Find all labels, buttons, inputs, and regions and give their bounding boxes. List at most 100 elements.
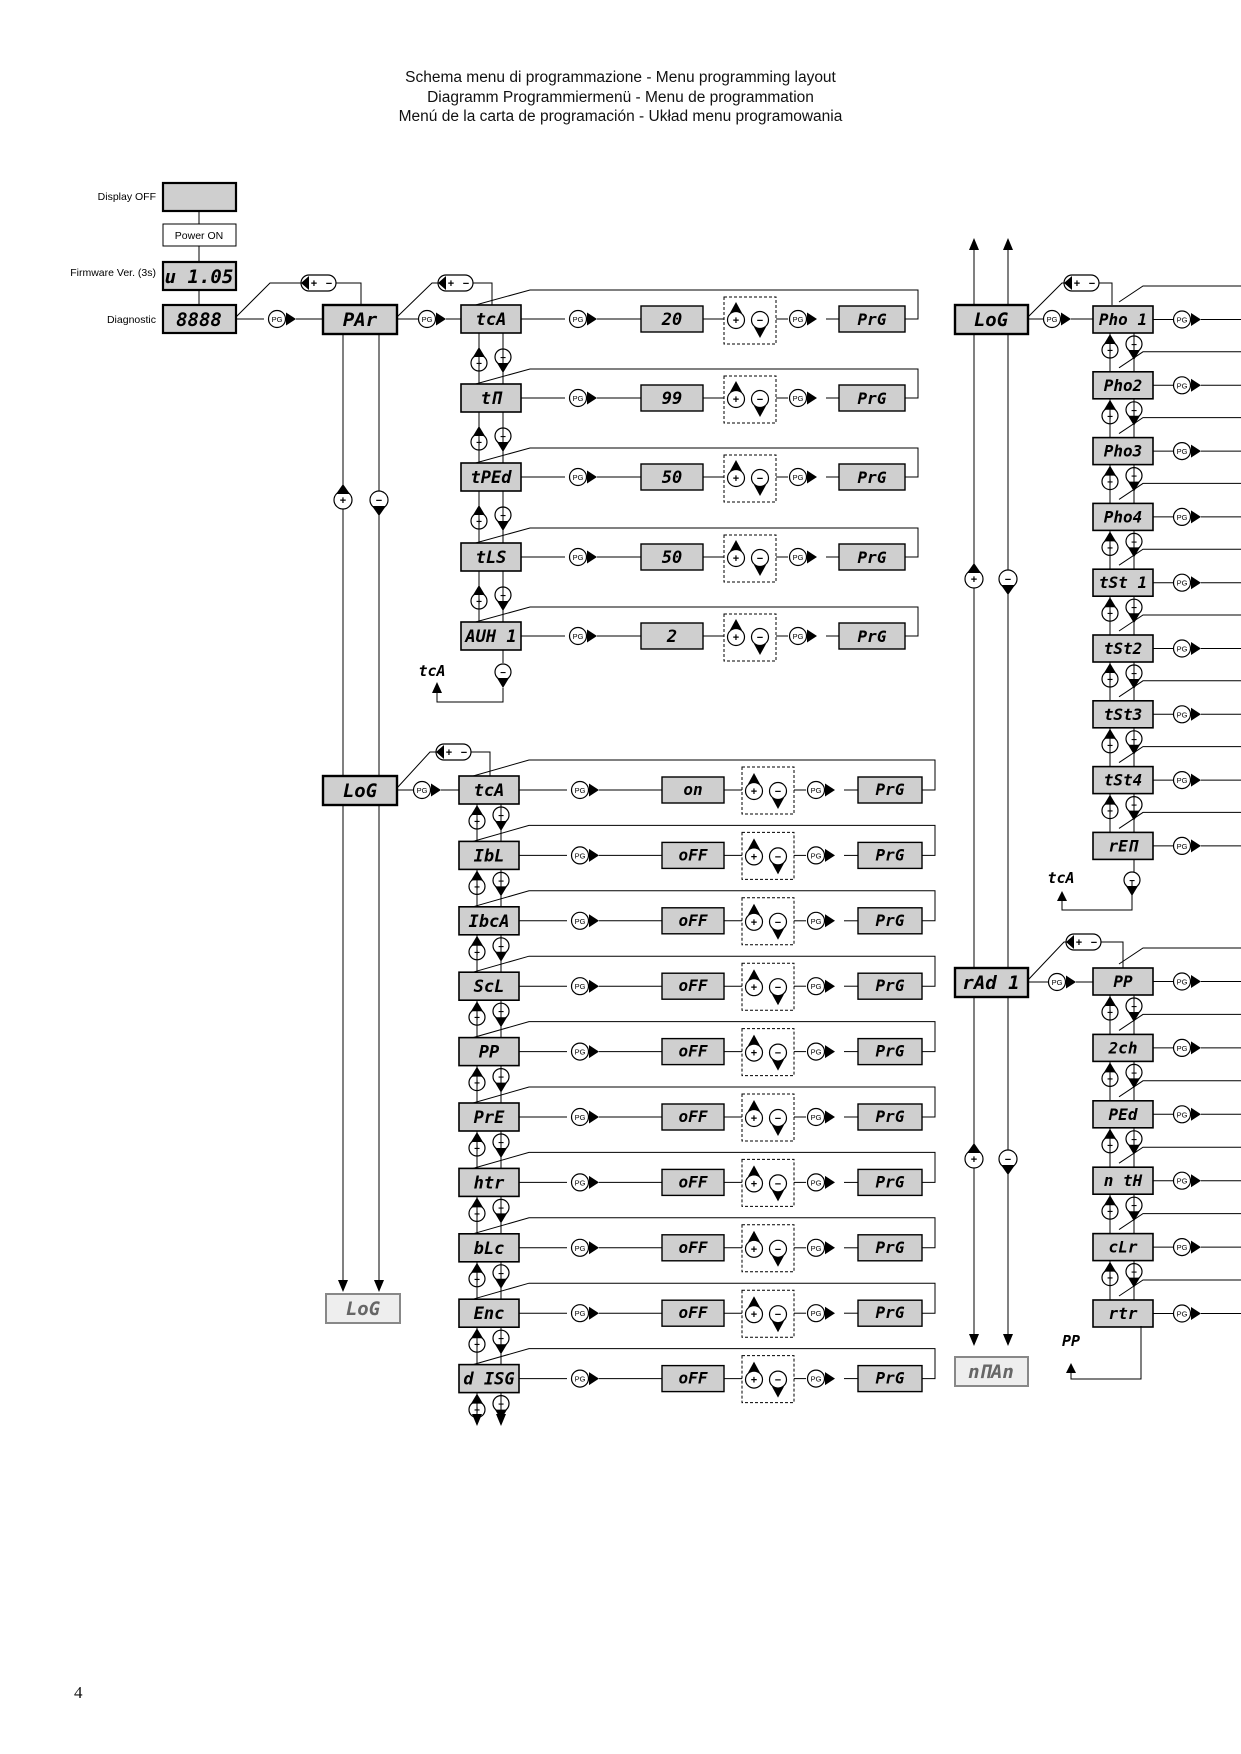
plus-minus-icon: + −: [435, 743, 472, 761]
svg-text:PG: PG: [811, 982, 822, 991]
par-row-code-box[interactable]: [460, 542, 522, 572]
menu-log[interactable]: LoG: [321, 774, 399, 807]
svg-text:+: +: [733, 632, 739, 644]
menu-log-end[interactable]: LoG: [325, 1293, 401, 1324]
log-row-code-box[interactable]: [458, 971, 520, 1002]
log-row-value-box: [661, 1299, 725, 1327]
log-row-value-box: [661, 1037, 725, 1066]
adjust-control[interactable]: +−: [741, 766, 795, 815]
log-row-code-box[interactable]: [458, 1233, 520, 1263]
menu-par[interactable]: PAr: [321, 303, 399, 336]
log-row-code: d ISG: [463, 1370, 514, 1390]
minus-icon: −: [998, 569, 1018, 595]
svg-text:PG: PG: [575, 982, 586, 991]
pg-icon: PG: [1172, 1237, 1201, 1257]
log-row-value-box: [661, 1234, 725, 1262]
par-row-value-box: [640, 305, 704, 333]
adjust-control[interactable]: +−: [741, 1224, 795, 1273]
menu-radio[interactable]: rAd 1: [953, 966, 1030, 999]
adjust-control[interactable]: +−: [741, 831, 795, 880]
prg-label: PrG: [858, 627, 887, 646]
right-log-row-code-box[interactable]: [1092, 831, 1154, 861]
pg-icon: PG: [788, 547, 817, 567]
adjust-control[interactable]: +−: [741, 1093, 795, 1142]
right-log-return-label: tcA: [1047, 869, 1074, 887]
log-row-code-box[interactable]: [458, 1036, 520, 1067]
plus-icon: +: [964, 1143, 984, 1169]
log-row-code-box[interactable]: [458, 775, 520, 805]
adjust-control[interactable]: +−: [741, 1158, 795, 1207]
radio-row-code-box[interactable]: [1092, 1166, 1154, 1195]
adjust-control[interactable]: +−: [741, 1289, 795, 1338]
minus-symbol: −: [775, 786, 781, 798]
svg-text:PG: PG: [811, 1309, 822, 1318]
right-log-row-code-box[interactable]: [1092, 634, 1154, 663]
right-log-row-code: Pho 1: [1099, 310, 1147, 329]
log-row-value: oFF: [679, 1369, 708, 1388]
svg-text:PG: PG: [1177, 579, 1188, 588]
radio-row-code-box[interactable]: [1092, 1299, 1154, 1328]
adjust-control[interactable]: +−: [741, 1028, 795, 1077]
adjust-control[interactable]: + −: [723, 454, 777, 503]
prg-box: [857, 1299, 923, 1327]
prg-box: [838, 543, 906, 571]
prg-box: [857, 1103, 923, 1131]
pg-icon: PG: [806, 1042, 835, 1061]
svg-text:PG: PG: [575, 1309, 586, 1318]
pg-icon: PG: [1172, 1304, 1201, 1323]
log-row-code-box[interactable]: [458, 1363, 520, 1394]
svg-text:PG: PG: [1177, 316, 1188, 325]
log-row-code-box[interactable]: [458, 905, 520, 936]
adjust-control[interactable]: +−: [741, 1355, 795, 1404]
par-row-code-box[interactable]: [460, 621, 522, 651]
par-row-code-box[interactable]: [460, 462, 522, 492]
svg-text:PG: PG: [1177, 1243, 1188, 1252]
right-log-row-code-box[interactable]: [1092, 699, 1154, 729]
log-row-value: oFF: [679, 911, 708, 930]
svg-text:PG: PG: [575, 1113, 586, 1122]
plus-minus-icon: + −: [1065, 933, 1102, 951]
prg-label: PrG: [858, 468, 887, 487]
log-row-code-box[interactable]: [458, 1298, 520, 1328]
menu-radio-end[interactable]: nΠAn: [954, 1356, 1029, 1387]
adjust-control[interactable]: +−: [741, 897, 795, 946]
pg-icon: PG: [1172, 639, 1201, 658]
radio-row-code-box[interactable]: [1092, 967, 1154, 996]
adjust-control[interactable]: + −: [723, 296, 777, 345]
right-log-row-code-box[interactable]: [1092, 502, 1154, 532]
par-row-value: 50: [662, 548, 682, 568]
radio-row-code-box[interactable]: [1092, 1232, 1154, 1262]
radio-row-code-box[interactable]: [1092, 1033, 1154, 1063]
plus-symbol: +: [751, 982, 757, 994]
adjust-control[interactable]: +−: [741, 962, 795, 1011]
log-row-code-box[interactable]: [458, 840, 520, 871]
log-row-code: htr: [474, 1173, 505, 1193]
right-log-row-code-box[interactable]: [1092, 370, 1154, 400]
pg-icon: PG: [806, 911, 835, 930]
svg-text:PG: PG: [575, 917, 586, 926]
adjust-control[interactable]: + −: [723, 375, 777, 424]
plus-symbol: +: [751, 1244, 757, 1256]
prg-box: [857, 907, 923, 935]
log-row-code-box[interactable]: [458, 1102, 520, 1132]
svg-text:PG: PG: [1177, 1177, 1188, 1186]
svg-text:−: −: [326, 278, 332, 290]
right-log-row-code-box[interactable]: [1092, 568, 1154, 598]
svg-text:+: +: [1074, 278, 1080, 290]
svg-text:PG: PG: [811, 1244, 822, 1253]
par-row-code-box[interactable]: [460, 304, 522, 334]
radio-row-code-box[interactable]: [1092, 1100, 1154, 1129]
par-row-code-box[interactable]: [460, 383, 522, 413]
prg-label: PrG: [876, 1369, 905, 1388]
prg-label: PrG: [876, 911, 905, 930]
log-row-code-box[interactable]: [458, 1167, 520, 1198]
menu-right-log[interactable]: LoG: [953, 303, 1030, 336]
svg-text:PG: PG: [573, 394, 584, 403]
adjust-control[interactable]: + −: [723, 613, 777, 662]
diagnostic-label: Diagnostic: [107, 314, 156, 326]
adjust-control[interactable]: + −: [723, 534, 777, 583]
svg-text:−: −: [461, 747, 467, 759]
